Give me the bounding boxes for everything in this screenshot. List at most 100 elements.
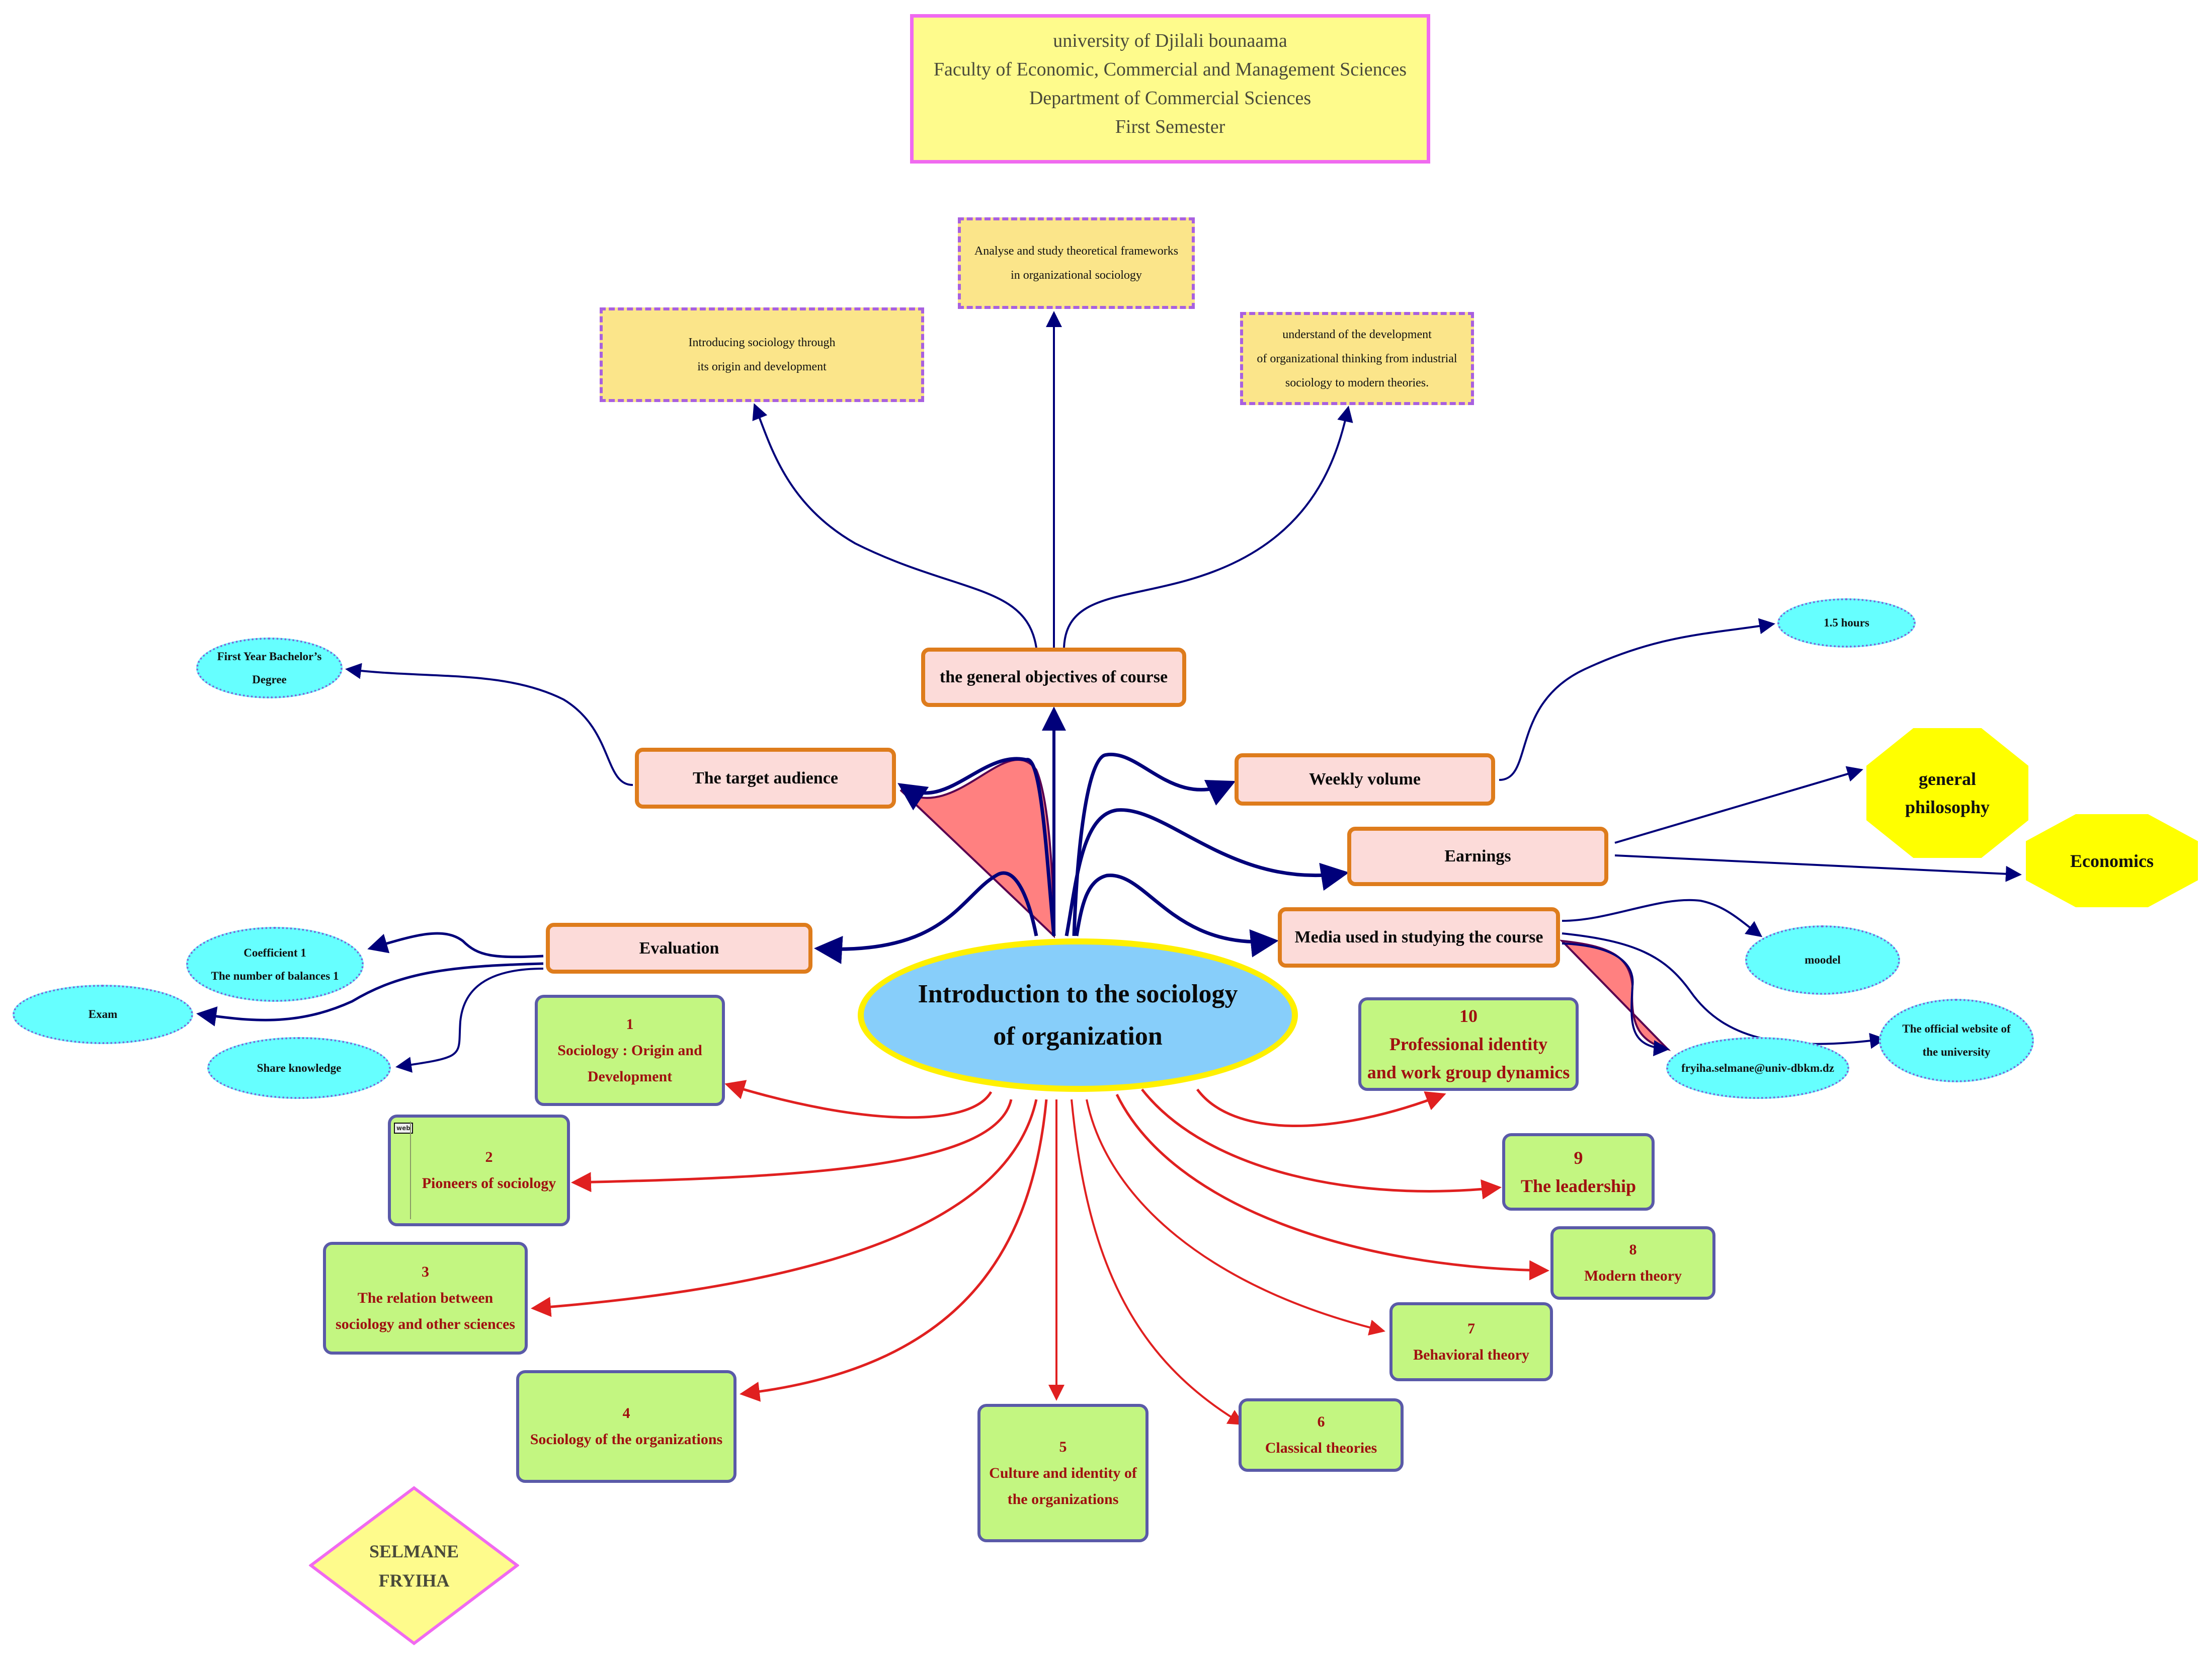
topic-title: The relation between <box>357 1290 494 1306</box>
edge-economics <box>1614 854 2022 882</box>
topic-box[interactable]: 4 Sociology of the organizations <box>516 1370 736 1483</box>
topic-number: 10 <box>1459 1006 1478 1026</box>
leaf-email[interactable]: fryiha.selmane@univ-dbkm.dz <box>1666 1037 1849 1099</box>
leaf-coefficient[interactable]: Coefficient 1 The number of balances 1 <box>186 927 364 1002</box>
edge-obj1 <box>752 403 1037 648</box>
branch-label: Weekly volume <box>1309 770 1421 788</box>
central-topic-text: of organization <box>993 1021 1163 1051</box>
topic-title: The leadership <box>1520 1176 1636 1196</box>
leaf-text: Coefficient 1 <box>243 946 306 959</box>
leaf-text: First Year Bachelor’s <box>217 650 322 663</box>
edge-topic-4 <box>740 1099 1048 1402</box>
topic-number: 7 <box>1467 1320 1475 1337</box>
objective-text: sociology to modern theories. <box>1285 376 1429 389</box>
edge-topic-1 <box>724 1080 993 1119</box>
edge-to-target <box>897 757 1056 936</box>
branch-earnings[interactable]: Earnings <box>1347 827 1608 886</box>
topic-title: Development <box>587 1068 673 1085</box>
branch-label: Earnings <box>1444 847 1511 865</box>
leaf-text: The official website of <box>1902 1022 2011 1035</box>
topic-title: and work group dynamics <box>1367 1062 1570 1082</box>
topic-title: Culture and identity of <box>989 1464 1137 1481</box>
leaf-text: The number of balances 1 <box>211 969 339 982</box>
central-topic[interactable]: Introduction to the sociology of organiz… <box>858 938 1298 1092</box>
edge-moodel <box>1562 899 1763 937</box>
institution-header: university of Djilali bounaama Faculty o… <box>910 14 1430 164</box>
edge-exam <box>196 962 544 1026</box>
branch-target-audience[interactable]: The target audience <box>635 748 896 809</box>
branch-evaluation[interactable]: Evaluation <box>546 923 812 974</box>
topic-title: Behavioral theory <box>1413 1346 1529 1363</box>
objective-text: in organizational sociology <box>1011 269 1142 282</box>
topic-number: 5 <box>1059 1438 1067 1455</box>
branch-label: the general objectives of course <box>939 668 1168 686</box>
topic-number: 8 <box>1629 1241 1637 1258</box>
objective-node[interactable]: understand of the development of organiz… <box>1240 312 1474 405</box>
diamond-shape <box>309 1486 519 1645</box>
topic-box[interactable]: 6 Classical theories <box>1239 1398 1404 1472</box>
objective-text: Introducing sociology through <box>688 336 836 349</box>
topic-title: Classical theories <box>1265 1440 1377 1456</box>
edge-hours <box>1499 618 1775 781</box>
leaf-text: Degree <box>252 673 287 686</box>
topic-box[interactable]: 10 Professional identity and work group … <box>1358 997 1579 1091</box>
edge-topic-9 <box>1141 1088 1502 1200</box>
university-name: university of Djilali bounaama <box>1053 30 1287 51</box>
leaf-moodel[interactable]: moodel <box>1745 925 1900 995</box>
topic-box[interactable]: web 2 Pioneers of sociology <box>388 1115 570 1226</box>
divider <box>410 1122 411 1219</box>
topic-box[interactable]: 8 Modern theory <box>1550 1226 1715 1300</box>
octagon-general-philosophy[interactable]: general philosophy <box>1866 728 2028 858</box>
topic-box[interactable]: 9 The leadership <box>1502 1133 1655 1211</box>
edge-bachelor <box>345 663 633 786</box>
topic-number: 6 <box>1317 1413 1325 1430</box>
faculty-name: Faculty of Economic, Commercial and Mana… <box>933 59 1407 80</box>
leaf-share-knowledge[interactable]: Share knowledge <box>207 1037 391 1099</box>
edge-to-evaluation <box>814 871 1038 964</box>
branch-general-objectives[interactable]: the general objectives of course <box>921 648 1186 707</box>
objective-text: its origin and development <box>697 360 827 373</box>
objective-text: of organizational thinking from industri… <box>1257 352 1457 365</box>
objective-node[interactable]: Analyse and study theoretical frameworks… <box>958 217 1195 309</box>
topic-title: Sociology of the organizations <box>530 1431 723 1448</box>
leaf-hours[interactable]: 1.5 hours <box>1777 598 1916 648</box>
topic-box[interactable]: 5 Culture and identity of the organizati… <box>977 1404 1149 1542</box>
edge-to-media <box>1075 874 1279 958</box>
edge-philosophy <box>1614 766 1863 844</box>
octagon-text: philosophy <box>1905 797 1990 817</box>
objective-node[interactable]: Introducing sociology through its origin… <box>600 307 924 402</box>
leaf-first-year-bachelor[interactable]: First Year Bachelor’s Degree <box>196 638 343 698</box>
semester-label: First Semester <box>1115 116 1225 137</box>
leaf-exam[interactable]: Exam <box>13 985 193 1044</box>
topic-title: Modern theory <box>1584 1268 1682 1284</box>
edge-coefficient <box>367 932 544 959</box>
author-surname: SELMANE <box>369 1541 459 1561</box>
author-signature: SELMANE FRYIHA <box>309 1486 519 1645</box>
branch-media[interactable]: Media used in studying the course <box>1278 907 1560 968</box>
leaf-university-website[interactable]: The official website of the university <box>1879 999 2034 1082</box>
topic-title: Pioneers of sociology <box>422 1175 556 1192</box>
topic-number: 4 <box>622 1405 630 1421</box>
branch-label: The target audience <box>693 768 838 787</box>
edge-obj3 <box>1063 406 1353 648</box>
edge-topic-2 <box>571 1099 1013 1193</box>
web-link-icon[interactable]: web <box>394 1123 413 1134</box>
author-firstname: FRYIHA <box>378 1570 450 1591</box>
topic-box[interactable]: 1 Sociology : Origin and Development <box>535 995 725 1106</box>
topic-number: 1 <box>626 1015 634 1033</box>
edge-topic-8 <box>1115 1093 1549 1281</box>
branch-weekly-volume[interactable]: Weekly volume <box>1235 753 1495 806</box>
octagon-economics[interactable]: Economics <box>2026 814 2198 907</box>
topic-title: Professional identity <box>1389 1034 1548 1054</box>
edge-topic-3 <box>531 1099 1038 1317</box>
branch-label: Evaluation <box>639 938 719 958</box>
topic-title: the organizations <box>1007 1490 1119 1508</box>
topic-title: sociology and other sciences <box>336 1316 515 1332</box>
topic-box[interactable]: 3 The relation between sociology and oth… <box>323 1242 528 1355</box>
topic-number: 9 <box>1574 1148 1583 1168</box>
central-topic-text: Introduction to the sociology <box>918 979 1238 1008</box>
topic-box[interactable]: 7 Behavioral theory <box>1389 1302 1553 1381</box>
edge-topic-7 <box>1086 1099 1385 1335</box>
topic-number: 2 <box>485 1149 493 1165</box>
